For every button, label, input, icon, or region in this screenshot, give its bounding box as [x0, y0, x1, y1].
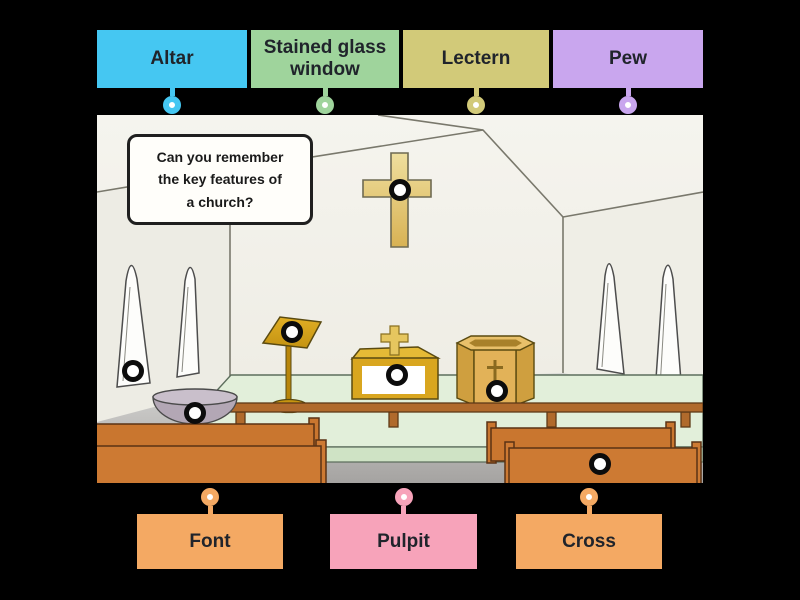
label-text: Stained glass window — [263, 37, 387, 80]
label-box: Font — [137, 514, 283, 569]
connector-dot — [163, 96, 181, 114]
connector-stem — [169, 88, 175, 96]
label-tag-cross[interactable]: Cross — [516, 488, 662, 569]
question-bubble: Can you remember the key features of a c… — [127, 134, 313, 226]
target-dot-pulpit[interactable] — [486, 380, 508, 402]
connector-stem — [207, 506, 213, 514]
label-tag-lectern[interactable]: Lectern — [403, 30, 549, 114]
target-dot-pew[interactable] — [589, 453, 611, 475]
label-text: Altar — [150, 48, 194, 70]
connector-dot — [201, 488, 219, 506]
label-text: Pew — [608, 48, 648, 70]
label-tag-pew[interactable]: Pew — [553, 30, 703, 114]
target-dot-font[interactable] — [184, 402, 206, 424]
label-box: Stained glass window — [251, 30, 399, 88]
connector-stem — [625, 88, 631, 96]
target-dot-stained-glass-window[interactable] — [122, 360, 144, 382]
label-box: Cross — [516, 514, 662, 569]
connector-stem — [586, 506, 592, 514]
label-box: Altar — [97, 30, 247, 88]
connector-stem — [322, 88, 328, 96]
label-text: Cross — [562, 530, 616, 552]
target-dot-lectern[interactable] — [281, 321, 303, 343]
target-dot-altar[interactable] — [386, 364, 408, 386]
label-tag-font[interactable]: Font — [137, 488, 283, 569]
question-line: a church? — [186, 193, 254, 210]
label-box: Pew — [553, 30, 703, 88]
connector-stem — [401, 506, 406, 514]
connector-stem — [473, 88, 479, 96]
connector-dot — [394, 488, 413, 506]
question-line: Can you remember — [156, 149, 284, 165]
label-tag-stained-glass-window[interactable]: Stained glass window — [251, 30, 399, 114]
label-text: Font — [189, 530, 231, 552]
label-text: Pulpit — [377, 530, 430, 552]
label-tag-altar[interactable]: Altar — [97, 30, 247, 114]
label-tag-pulpit[interactable]: Pulpit — [330, 488, 477, 569]
label-box: Pulpit — [330, 514, 477, 569]
target-dot-cross[interactable] — [389, 179, 411, 201]
pulpit-shape — [455, 335, 536, 407]
label-text: Lectern — [441, 48, 511, 70]
connector-dot — [619, 96, 637, 114]
connector-dot — [316, 96, 334, 114]
connector-dot — [580, 488, 598, 506]
church-diagram: Can you remember the key features of a c… — [97, 115, 703, 483]
question-line: the key features of — [158, 171, 282, 188]
connector-dot — [467, 96, 485, 114]
label-box: Lectern — [403, 30, 549, 88]
